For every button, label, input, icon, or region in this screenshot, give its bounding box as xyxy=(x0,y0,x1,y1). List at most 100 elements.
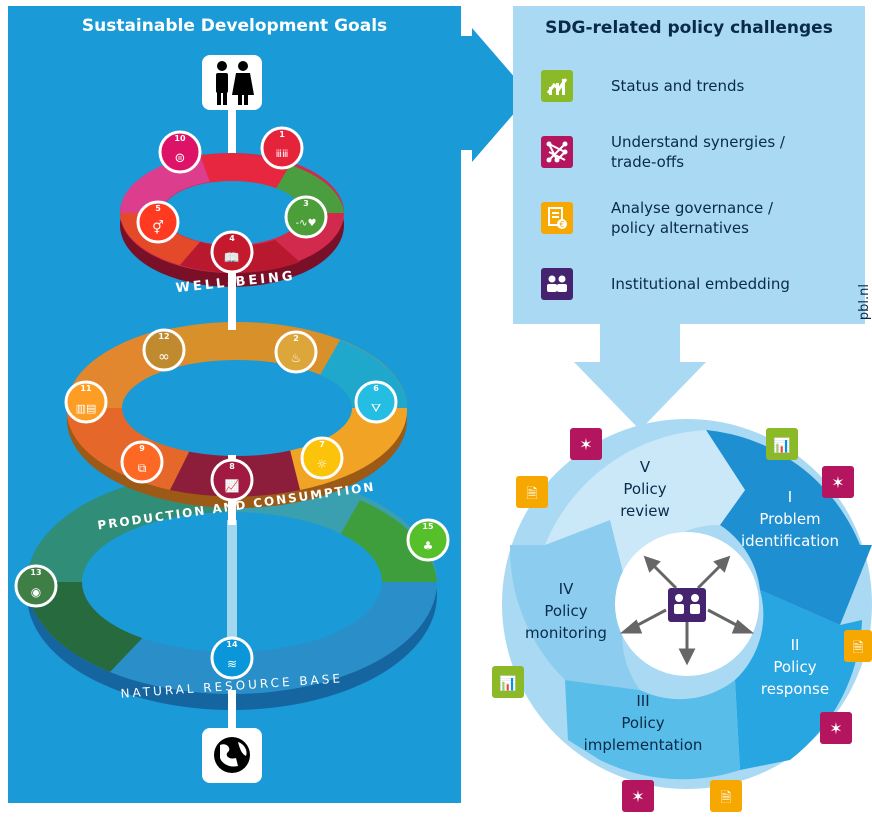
axis-pole-front xyxy=(228,240,236,330)
stage-1-segment xyxy=(706,430,872,625)
svg-text:13: 13 xyxy=(30,568,41,577)
svg-text:identification: identification xyxy=(741,532,839,550)
svg-text:Policy: Policy xyxy=(621,714,664,732)
svg-text:🗎: 🗎 xyxy=(526,486,537,502)
svg-text:☼: ☼ xyxy=(317,457,328,471)
svg-text:review: review xyxy=(620,502,670,520)
svg-text:6: 6 xyxy=(373,384,379,393)
svg-text:⛛: ⛛ xyxy=(371,401,381,415)
legend-label-governance: Analyse governance / policy alternatives xyxy=(611,199,774,237)
sdg-goal-8: 8 📈 xyxy=(210,458,254,502)
network-icon xyxy=(541,136,573,168)
svg-text:📈: 📈 xyxy=(225,479,240,493)
document-euro-icon: € xyxy=(541,202,573,234)
legend-label-status: Status and trends xyxy=(611,77,745,95)
legend-item-synergies: Understand synergies / trade-offs xyxy=(541,132,811,172)
stage-5-segment xyxy=(545,430,745,600)
stage-2-segment xyxy=(735,590,862,770)
svg-text:📊: 📊 xyxy=(773,437,790,454)
center-people-icon xyxy=(668,588,706,622)
cycle-network-icon-right: ✶ xyxy=(822,466,854,498)
svg-text:📊: 📊 xyxy=(499,675,516,692)
stage-4-label: IV Policy monitoring xyxy=(525,580,607,642)
sdg-goal-12: 12 ∞ xyxy=(142,328,186,372)
sdg-goal-10: 10 ⊜ xyxy=(158,130,202,174)
sdg-goal-7: 7 ☼ xyxy=(300,436,344,480)
svg-text:∞: ∞ xyxy=(158,349,170,365)
cycle-network-icon-lower-right: ✶ xyxy=(820,712,852,744)
cycle-chart-icon-left: 📊 xyxy=(492,666,524,698)
globe-bottom-icon xyxy=(202,728,262,783)
svg-text:I: I xyxy=(788,488,792,506)
svg-text:≋: ≋ xyxy=(227,657,237,671)
sdg-goal-2: 2 ♨ xyxy=(274,330,318,374)
sdg-goal-4: 4 📖 xyxy=(210,230,254,274)
svg-text:10: 10 xyxy=(174,134,186,143)
svg-text:◉: ◉ xyxy=(31,585,41,599)
sdg-goal-9: 9 ⧉ xyxy=(120,440,164,484)
svg-text:V: V xyxy=(640,458,651,476)
cycle-network-icon-bottom: ✶ xyxy=(622,780,654,812)
stage-1-label: I Problem identification xyxy=(741,488,839,550)
svg-text:-∿♥: -∿♥ xyxy=(296,218,317,229)
sdg-goal-5: 5 ⚥ xyxy=(136,200,180,244)
svg-text:⚥: ⚥ xyxy=(152,220,164,236)
sdg-goal-13: 13 ◉ xyxy=(14,564,58,608)
legend-label-synergies: Understand synergies / trade-offs xyxy=(611,133,785,171)
cycle-document-icon-right: 🗎 xyxy=(844,630,872,662)
sdg-goal-1: 1 ⅲⅲ xyxy=(260,126,304,170)
svg-text:Policy: Policy xyxy=(544,602,587,620)
sdg-goal-14: 14 ≋ xyxy=(210,636,254,680)
svg-text:✶: ✶ xyxy=(631,787,644,806)
svg-text:♣: ♣ xyxy=(423,539,434,553)
svg-text:♨: ♨ xyxy=(291,351,302,365)
svg-text:Problem: Problem xyxy=(759,510,820,528)
stage-4-segment xyxy=(509,520,640,690)
svg-text:4: 4 xyxy=(229,234,235,243)
svg-text:5: 5 xyxy=(155,204,161,213)
legend-item-institutional: Institutional embedding xyxy=(541,268,811,300)
svg-text:Policy: Policy xyxy=(623,480,666,498)
svg-text:🗎: 🗎 xyxy=(852,640,863,656)
stage-2-label: II Policy response xyxy=(761,636,829,698)
stage-5-label: V Policy review xyxy=(620,458,670,520)
svg-text:ⅲⅲ: ⅲⅲ xyxy=(276,149,289,160)
svg-text:implementation: implementation xyxy=(584,736,703,754)
stage-3-label: III Policy implementation xyxy=(584,692,703,754)
svg-text:⧉: ⧉ xyxy=(138,461,147,475)
people-icon xyxy=(541,268,573,300)
source-credit: pbl.nl xyxy=(857,284,872,321)
legend-label-institutional: Institutional embedding xyxy=(611,275,790,293)
svg-text:📖: 📖 xyxy=(224,251,240,266)
svg-text:🗎: 🗎 xyxy=(720,790,731,806)
svg-text:Policy: Policy xyxy=(773,658,816,676)
svg-text:15: 15 xyxy=(422,522,434,531)
cycle-chart-icon-top: 📊 xyxy=(766,428,798,460)
svg-text:response: response xyxy=(761,680,829,698)
svg-text:9: 9 xyxy=(139,444,145,453)
sdg-goal-6: 6 ⛛ xyxy=(354,380,398,424)
svg-text:2: 2 xyxy=(293,334,299,343)
svg-text:14: 14 xyxy=(226,640,238,649)
svg-text:II: II xyxy=(791,636,800,654)
people-top-icon xyxy=(202,55,262,110)
svg-text:monitoring: monitoring xyxy=(525,624,607,642)
svg-text:✶: ✶ xyxy=(831,473,844,492)
policy-challenges-title: SDG-related policy challenges xyxy=(545,18,833,38)
policy-challenges-panel: SDG-related policy challenges Status and… xyxy=(513,6,872,324)
stage-3-segment xyxy=(565,680,740,780)
svg-text:3: 3 xyxy=(303,199,309,208)
sdg-panel-title: Sustainable Development Goals xyxy=(81,16,388,36)
policy-cycle xyxy=(502,419,872,789)
cycle-network-icon-top: ✶ xyxy=(570,428,602,460)
svg-text:8: 8 xyxy=(229,462,235,471)
sdg-goal-11: 11 ▥▤ xyxy=(64,380,108,424)
svg-text:✶: ✶ xyxy=(579,435,592,454)
svg-text:⊜: ⊜ xyxy=(175,151,186,166)
down-arrow xyxy=(574,324,706,430)
svg-text:✶: ✶ xyxy=(829,719,842,738)
svg-text:▥▤: ▥▤ xyxy=(76,402,97,415)
center-arrows xyxy=(619,555,755,666)
legend-item-status: Status and trends xyxy=(541,70,811,102)
